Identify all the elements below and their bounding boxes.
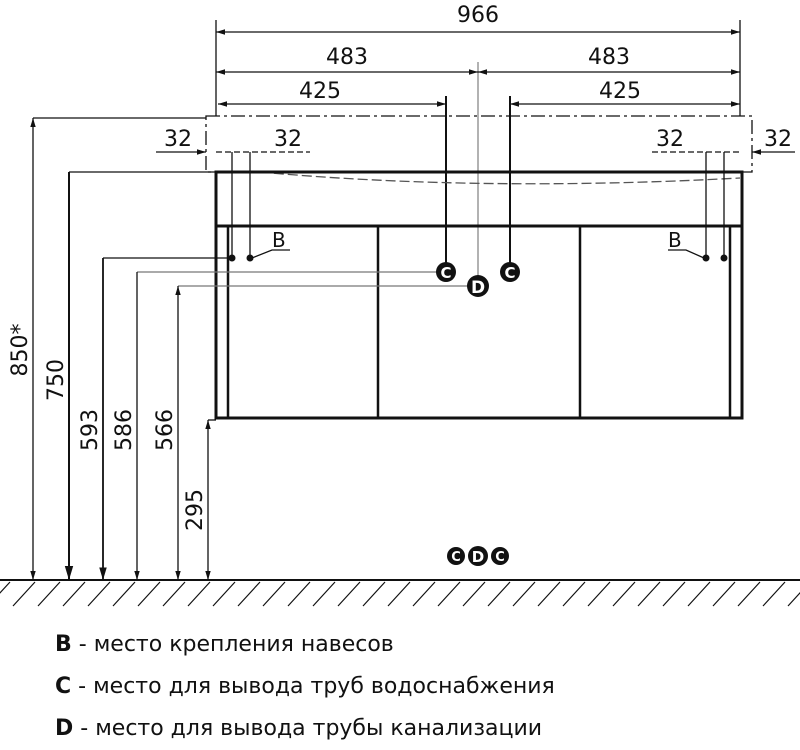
cabinet-body — [214, 170, 744, 420]
svg-text:C: C — [451, 550, 461, 565]
hatch-line — [212, 581, 236, 607]
legend-d: D - место для вывода трубы канализации — [55, 716, 543, 741]
marker-c-right: C — [500, 262, 520, 282]
dim-height-c: 586 — [112, 409, 137, 451]
hatch-line — [62, 581, 86, 607]
marker-c-left: C — [436, 262, 456, 282]
hatch-line — [637, 581, 661, 607]
dim-offset-inner-left: 32 — [274, 127, 302, 152]
dim-height-d: 566 — [153, 409, 178, 451]
hatch-line — [87, 581, 111, 607]
hatch-line — [587, 581, 611, 607]
label-b-left: B — [272, 228, 286, 252]
hatch-line — [537, 581, 561, 607]
hatch-line — [137, 581, 161, 607]
hatch-line — [462, 581, 486, 607]
dim-total-width: 966 — [457, 3, 499, 28]
dim-half-right: 483 — [588, 45, 630, 70]
hatch-line — [562, 581, 586, 607]
label-b-right: B — [668, 228, 682, 252]
hatch-line — [662, 581, 686, 607]
hatch-line — [512, 581, 536, 607]
hatch-line — [487, 581, 511, 607]
legend-c: C - место для вывода труб водоснабжения — [55, 674, 555, 699]
hatch-line — [387, 581, 411, 607]
svg-text:D: D — [471, 278, 485, 298]
hatch-line — [687, 581, 711, 607]
dim-height-b: 593 — [78, 409, 103, 451]
marker-d: D — [467, 275, 489, 298]
hatch-line — [262, 581, 286, 607]
hatch-line — [762, 581, 786, 607]
svg-text:D: D — [472, 548, 484, 566]
hatch-line — [187, 581, 211, 607]
dim-pipe-right: 425 — [599, 79, 641, 104]
dim-half-left: 483 — [326, 45, 368, 70]
hatch-line — [112, 581, 136, 607]
hatch-line — [712, 581, 736, 607]
hatch-line — [612, 581, 636, 607]
dim-offset-outer-right: 32 — [764, 127, 792, 152]
floor-hatching — [0, 581, 800, 607]
hatch-line — [287, 581, 311, 607]
svg-text:C: C — [495, 550, 505, 565]
hatch-line — [737, 581, 761, 607]
dim-height-bottom: 295 — [183, 489, 208, 531]
dim-height-cabinet: 750 — [44, 359, 69, 401]
hatch-line — [162, 581, 186, 607]
hatch-line — [12, 581, 36, 607]
hatch-line — [312, 581, 336, 607]
dim-offset-outer-left: 32 — [164, 127, 192, 152]
hatch-line — [437, 581, 461, 607]
hatch-line — [412, 581, 436, 607]
hatch-line — [787, 592, 800, 607]
hatch-line — [362, 581, 386, 607]
hatch-line — [337, 581, 361, 607]
dim-offset-inner-right: 32 — [656, 127, 684, 152]
floor-markers: C D C — [447, 546, 509, 566]
svg-text:C: C — [440, 264, 451, 282]
dim-height-total: 850* — [8, 324, 33, 377]
mount-point-b — [228, 254, 236, 262]
hatch-line — [37, 581, 61, 607]
legend-b: B - место крепления навесов — [55, 632, 394, 657]
hatch-line — [237, 581, 261, 607]
dim-pipe-left: 425 — [299, 79, 341, 104]
svg-text:C: C — [504, 264, 515, 282]
hatch-line — [0, 581, 11, 594]
